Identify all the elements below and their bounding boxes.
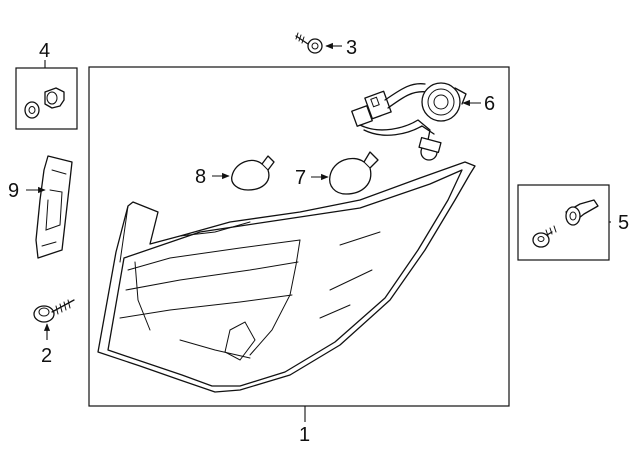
callout-3: 3 (346, 37, 357, 59)
callout-6: 6 (484, 93, 495, 115)
callout-4: 4 (39, 40, 50, 62)
bolt-clip-5[interactable] (532, 199, 599, 248)
screw-3[interactable] (295, 32, 323, 54)
callout-1: 1 (299, 424, 310, 446)
callout-8: 8 (195, 166, 206, 188)
bulb-7[interactable] (329, 151, 379, 195)
bolt-2[interactable] (33, 299, 75, 323)
tail-lamp-housing[interactable] (97, 161, 476, 393)
callout-9: 9 (8, 180, 19, 202)
callout-box-4 (15, 67, 78, 130)
bracket-9[interactable] (35, 155, 73, 259)
callout-5: 5 (618, 212, 629, 234)
tail-lamp-assembly-box (88, 66, 510, 407)
callout-7: 7 (295, 167, 306, 189)
wiring-harness[interactable] (351, 82, 467, 161)
bulb-8[interactable] (231, 155, 275, 191)
callout-2: 2 (41, 345, 52, 367)
washer-nut-4[interactable] (24, 87, 65, 119)
callout-box-5 (517, 184, 610, 261)
